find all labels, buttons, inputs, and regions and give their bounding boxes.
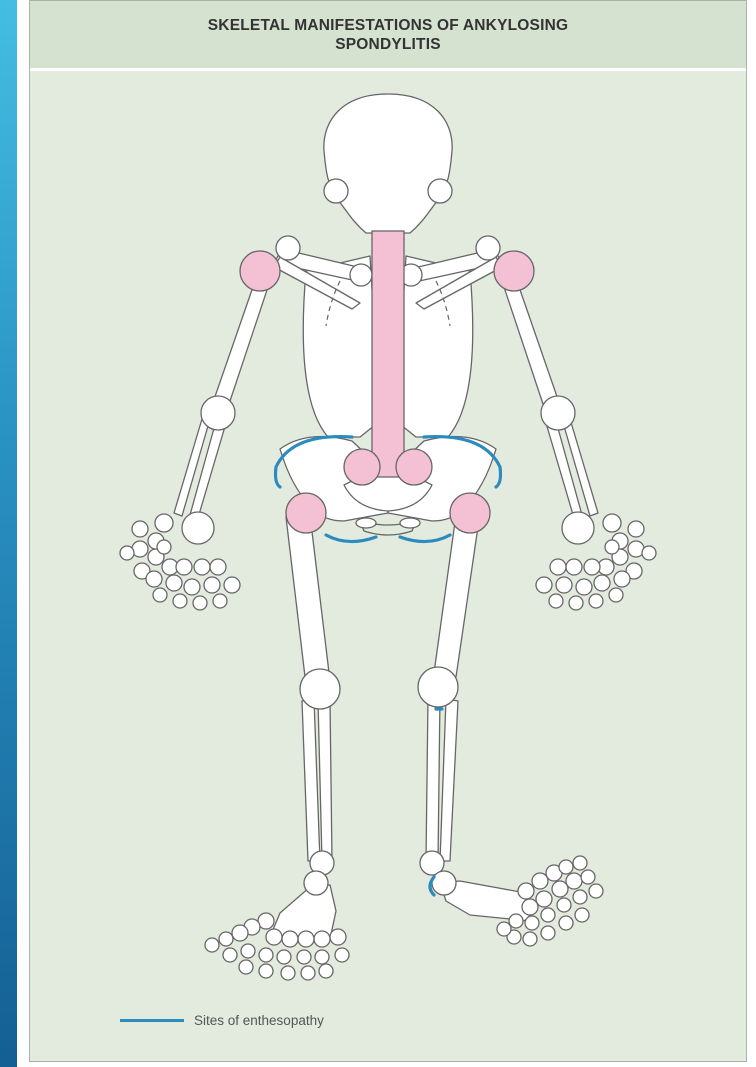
legend-label: Sites of enthesopathy	[194, 1013, 324, 1028]
right-sacroiliac-affected	[396, 449, 432, 485]
figure-panel: SKELETAL MANIFESTATIONS OF ANKYLOSING SP…	[29, 0, 747, 1062]
left-hip-affected	[286, 493, 326, 533]
right-hand	[536, 512, 656, 610]
spine-affected	[372, 231, 404, 477]
left-foot	[205, 885, 349, 980]
legend: Sites of enthesopathy	[120, 1013, 324, 1028]
left-hand	[120, 512, 240, 610]
right-shoulder-affected	[494, 251, 534, 291]
right-foot	[440, 856, 603, 946]
left-sacroiliac-affected	[344, 449, 380, 485]
left-shoulder-affected	[240, 251, 280, 291]
enthesopathy-legend-swatch	[120, 1019, 184, 1022]
side-accent-bar	[0, 0, 17, 1067]
ischial-enthesopathy	[326, 535, 450, 542]
skull	[324, 94, 452, 233]
skeleton-diagram	[30, 1, 746, 1061]
right-hip-affected	[450, 493, 490, 533]
